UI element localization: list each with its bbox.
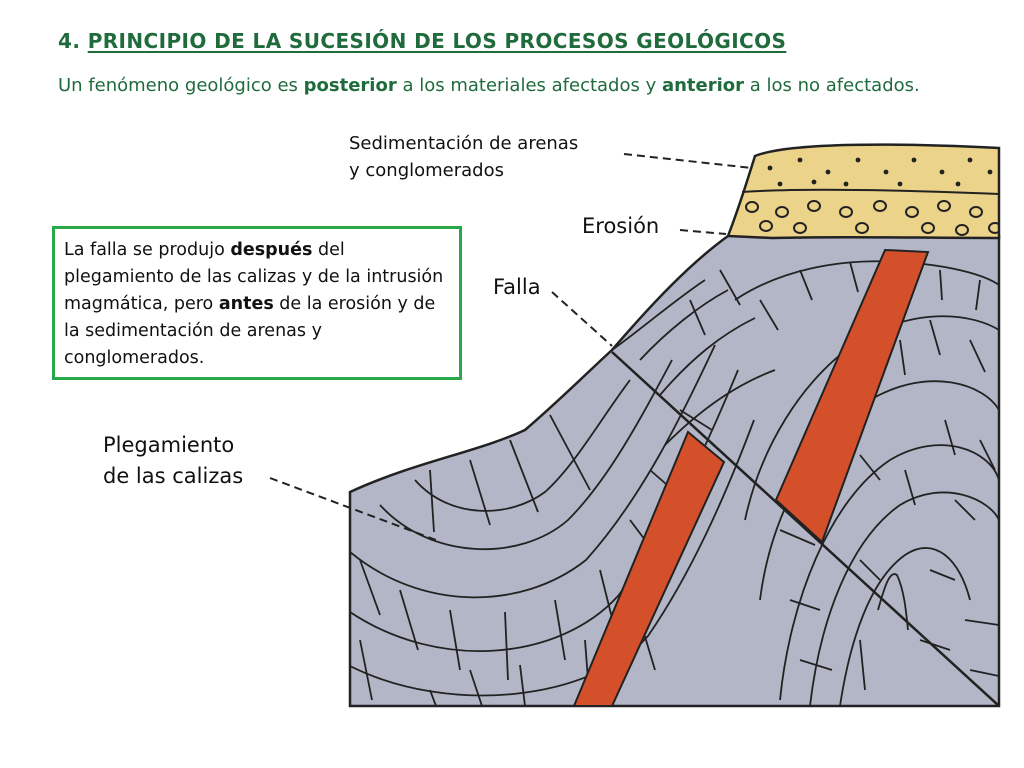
sediment-mass [726,143,1001,240]
note-text-2: del plegamiento de las calizas y de la i… [64,240,444,314]
note-text-1: La falla se produjo [64,240,231,260]
conglomerate-pebbles [745,200,999,236]
principle-text-3: a los no afectados. [744,75,920,96]
title-number: 4. [58,29,81,53]
principle-statement: Un fenómeno geológico es posterior a los… [58,72,958,100]
leader-erosion [679,229,727,235]
label-sedimentation: Sedimentación de arenas y conglomerados [349,130,578,184]
leader-fault [551,291,613,347]
principle-text-2: a los materiales afectados y [396,75,662,96]
leader-lines [269,153,753,541]
label-folding: Plegamiento de las calizas [103,430,243,492]
principle-keyword-anterior: anterior [661,75,745,96]
label-fault: Falla [493,275,541,299]
label-folding-line-1: Plegamiento [103,433,235,457]
sand-grains [767,157,993,187]
principle-text-1: Un fenómeno geológico es [58,75,304,96]
magmatic-intrusion [572,248,930,707]
label-erosion: Erosión [582,214,660,238]
sediment-cover [726,143,1001,240]
fault-plane [611,351,999,707]
label-sedimentation-line-1: Sedimentación de arenas [349,133,579,154]
explanation-box: La falla se produjo después del plegamie… [52,226,462,380]
note-keyword-antes: antes [218,294,274,314]
principle-keyword-posterior: posterior [303,75,397,96]
leader-sedimentation [623,153,753,169]
note-keyword-despues: después [230,240,313,260]
leader-folding [269,477,437,541]
title-text: PRINCIPIO DE LA SUCESIÓN DE LOS PROCESOS… [87,29,787,53]
page-title: 4. PRINCIPIO DE LA SUCESIÓN DE LOS PROCE… [58,29,786,53]
dike-lower [572,430,726,707]
label-folding-line-2: de las calizas [103,464,244,488]
label-sedimentation-line-2: y conglomerados [349,160,504,181]
note-text-3: de la erosión y de la sedimentación de a… [64,294,436,368]
dike-upper [774,248,930,544]
sediment-boundary [741,188,1000,195]
